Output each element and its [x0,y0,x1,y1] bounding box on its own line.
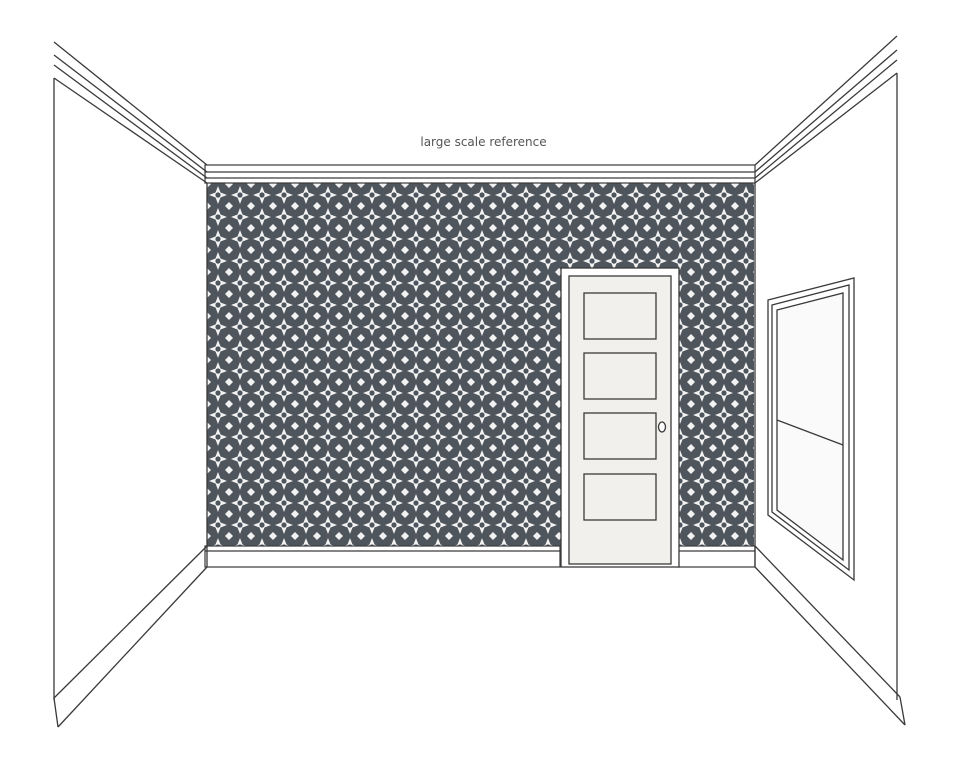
door-panel [583,412,657,460]
left-wall [53,41,208,728]
baseboard [204,545,756,568]
door-panel [583,352,657,400]
door-panel [583,473,657,521]
crown-moulding [204,164,756,184]
door [560,267,680,568]
door-knob [657,421,667,433]
scale-caption: large scale reference [420,135,547,149]
door-panel [583,292,657,340]
window [767,277,855,582]
right-wall [754,35,906,726]
